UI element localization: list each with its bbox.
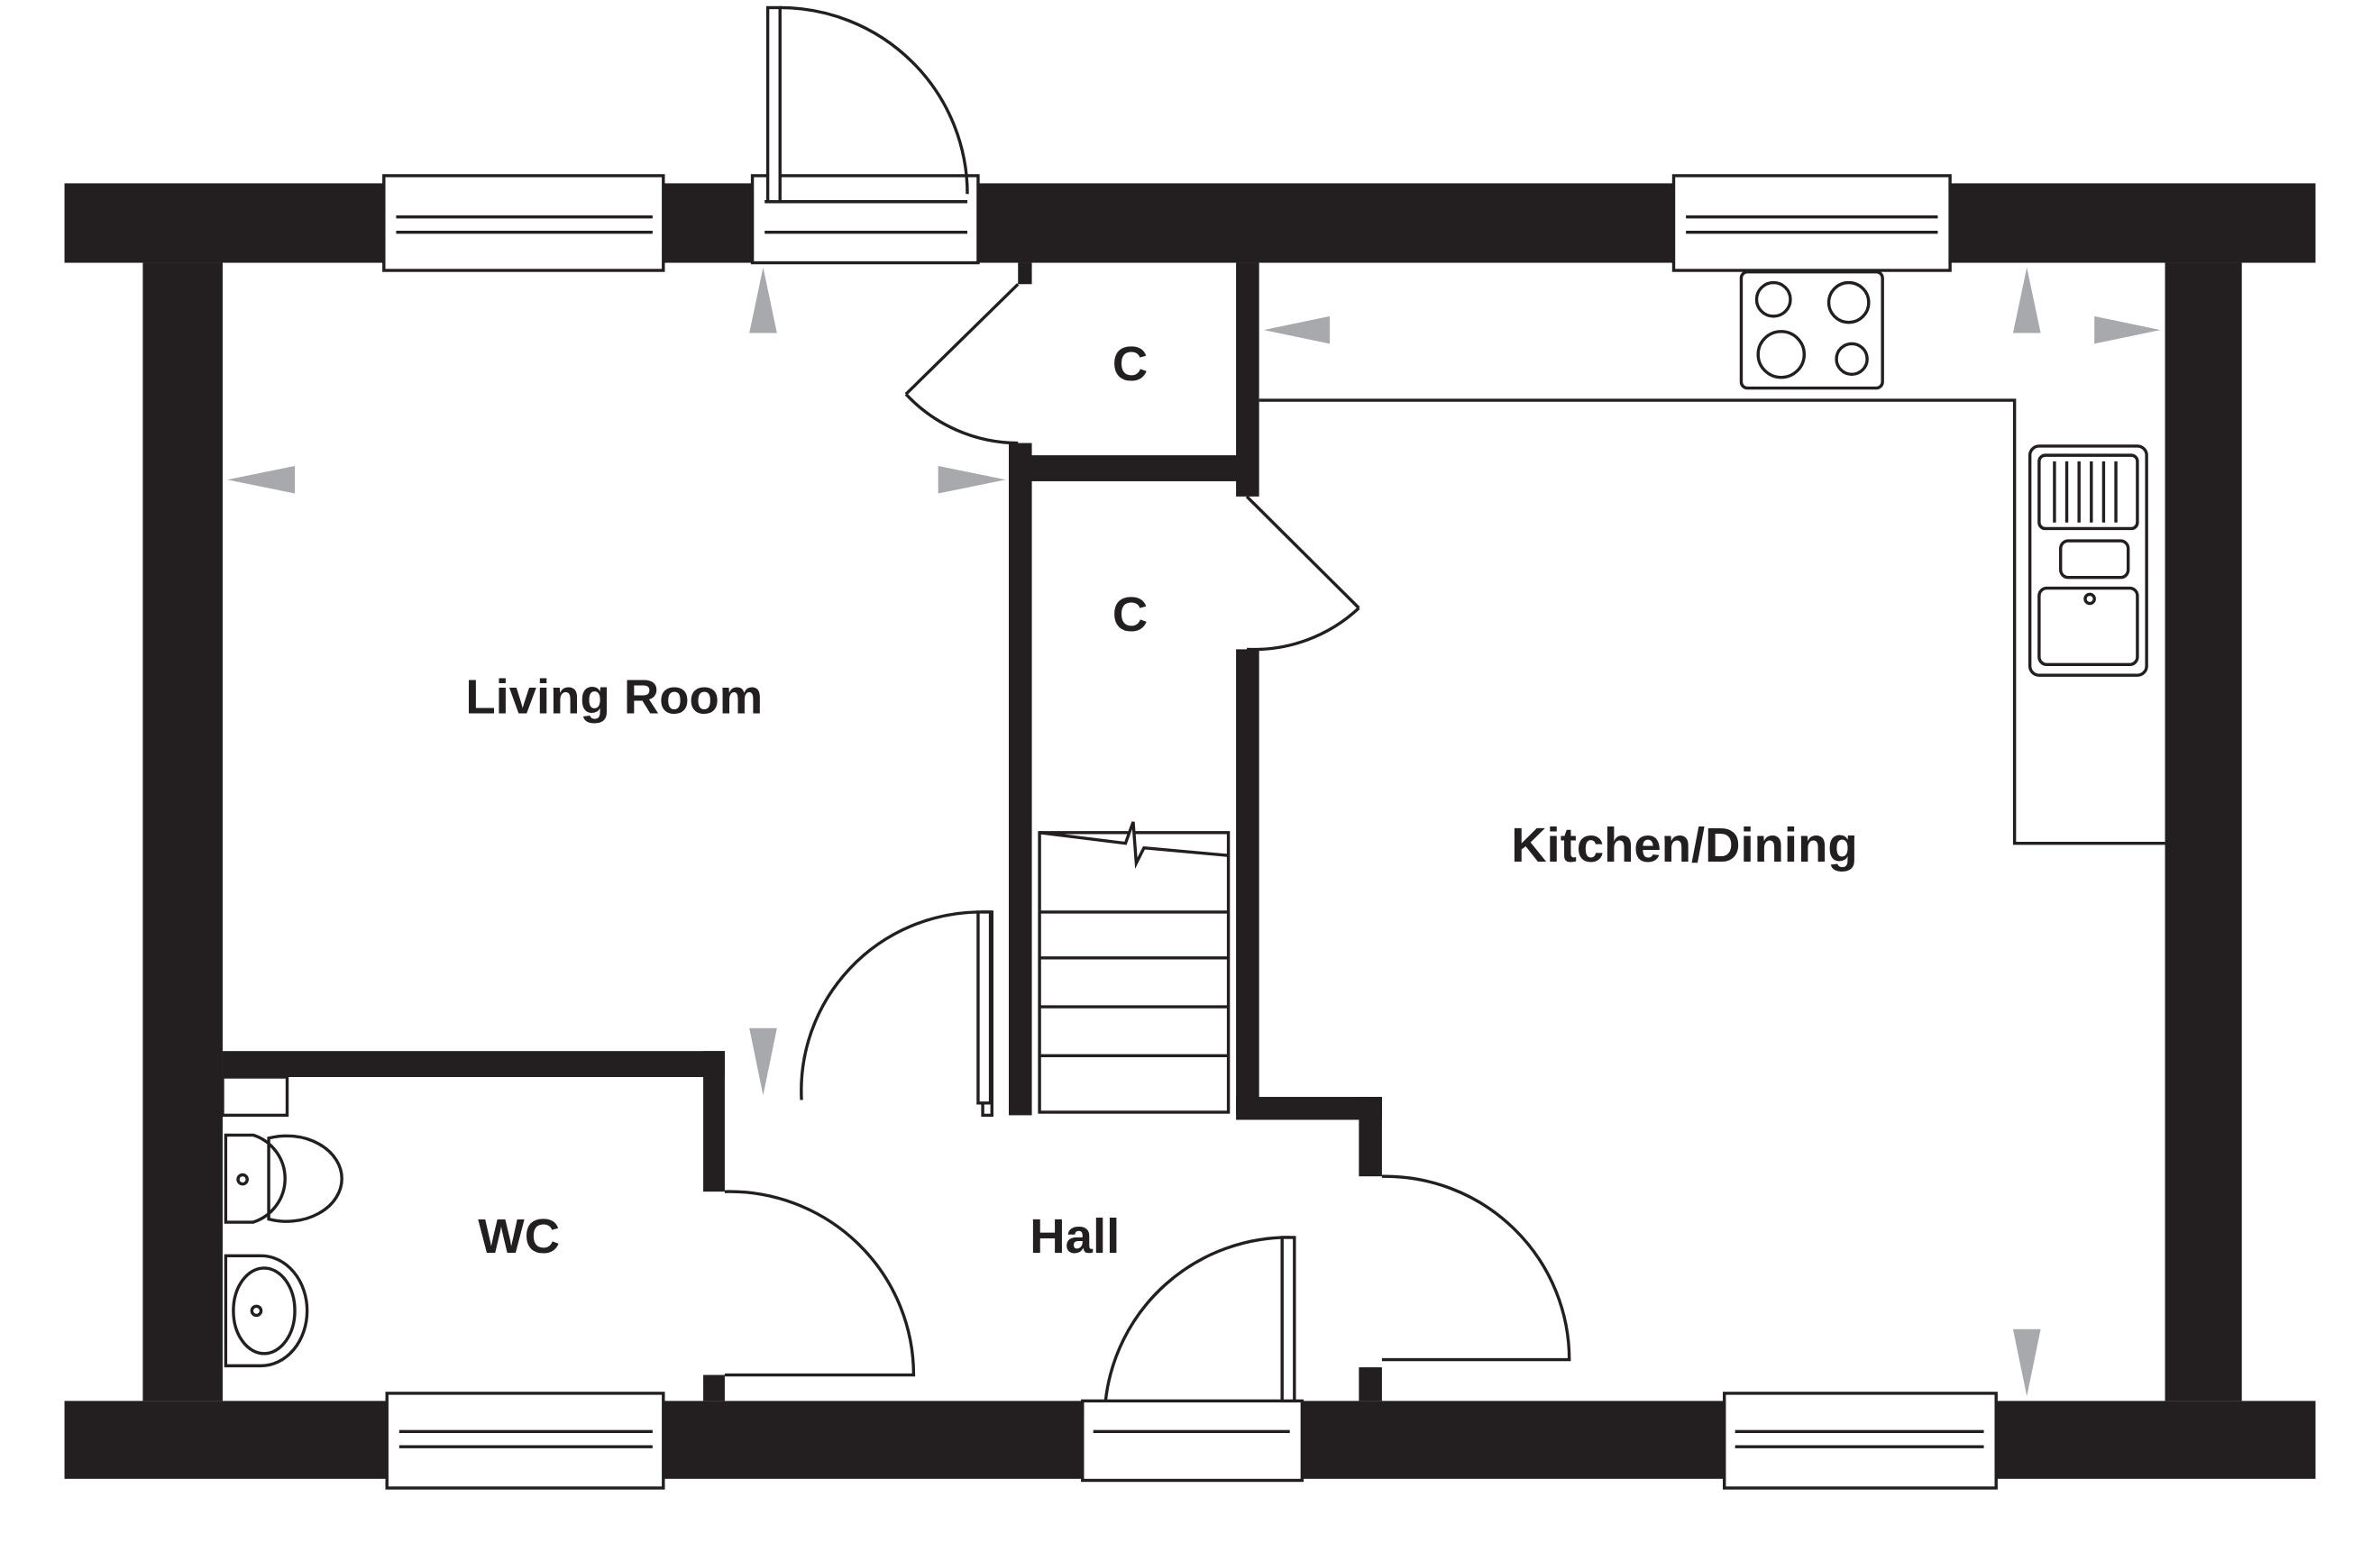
room-labels: Living Room C C Kitchen/Dining WC Hall	[465, 336, 1857, 1264]
wc-fittings	[221, 1075, 343, 1368]
label-hall: Hall	[1030, 1209, 1120, 1264]
stairs	[1038, 821, 1231, 1114]
label-living-room: Living Room	[465, 670, 763, 725]
interior-walls	[222, 262, 1382, 1401]
basin-icon	[224, 1254, 309, 1368]
exterior-walls	[64, 183, 2316, 1479]
label-cupboard-lower: C	[1112, 587, 1148, 642]
toilet-icon	[224, 1133, 343, 1224]
dimension-arrows	[227, 267, 2161, 1397]
label-cupboard-upper: C	[1112, 336, 1148, 391]
hob-icon	[1739, 270, 1884, 390]
label-wc: WC	[478, 1209, 560, 1264]
windows	[382, 174, 1998, 1490]
label-kitchen-dining: Kitchen/Dining	[1511, 817, 1857, 872]
doors	[724, 5, 1571, 1403]
kitchen-fittings	[1259, 270, 2165, 845]
